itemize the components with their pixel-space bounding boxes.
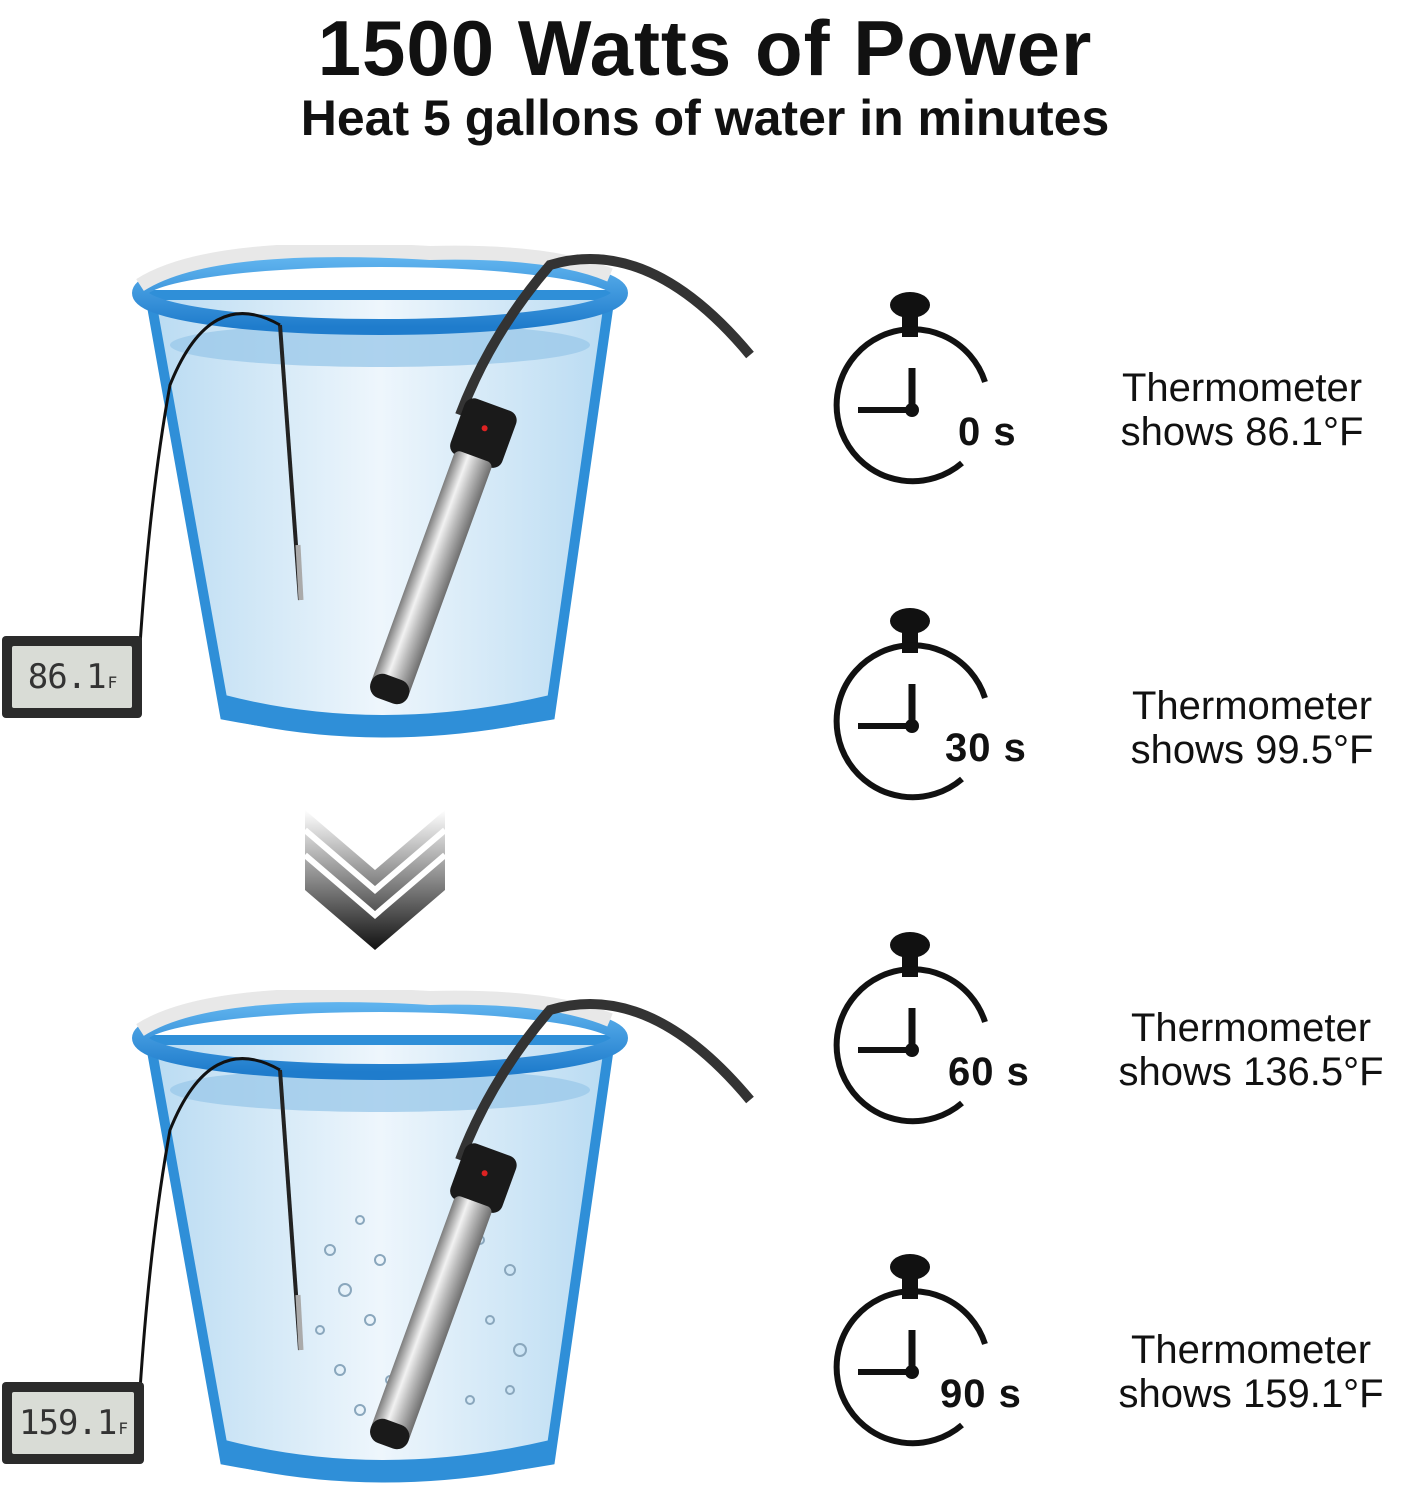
caption-line: shows 86.1°F	[1120, 410, 1364, 454]
temperature-caption: Thermometer shows 86.1°F	[1092, 366, 1392, 454]
stopwatch-icon	[833, 932, 988, 1125]
page-subtitle: Heat 5 gallons of water in minutes	[300, 90, 1110, 146]
stopwatch-icon	[833, 1254, 988, 1447]
timer-label: 90 s	[940, 1372, 1022, 1416]
thermometer-unit: F	[107, 672, 118, 692]
stopwatch-icon	[833, 292, 988, 485]
caption-line: shows 99.5°F	[1130, 728, 1374, 772]
caption-line: Thermometer	[1121, 366, 1363, 410]
temperature-caption: Thermometer shows 136.5°F	[1096, 1006, 1406, 1094]
timer-label: 60 s	[948, 1050, 1030, 1094]
temperature-caption: Thermometer shows 159.1°F	[1096, 1328, 1406, 1416]
bucket-illustration-before	[132, 245, 754, 738]
caption-line: Thermometer	[1130, 1006, 1372, 1050]
page-title: 1500 Watts of Power	[317, 4, 1093, 92]
thermometer-reading: 86.1	[27, 657, 107, 697]
timer-label: 0 s	[958, 410, 1017, 454]
chevron-down-icon	[305, 810, 445, 950]
timer-label: 30 s	[945, 726, 1027, 770]
caption-line: shows 159.1°F	[1118, 1372, 1384, 1416]
thermometer-reading: 159.1	[19, 1403, 117, 1443]
caption-line: Thermometer	[1130, 1328, 1372, 1372]
caption-line: Thermometer	[1131, 684, 1373, 728]
thermometer-unit: F	[118, 1418, 128, 1438]
stopwatch-icon	[833, 608, 988, 801]
caption-line: shows 136.5°F	[1118, 1050, 1384, 1094]
temperature-caption: Thermometer shows 99.5°F	[1102, 684, 1402, 772]
bucket-illustration-after	[132, 990, 754, 1483]
